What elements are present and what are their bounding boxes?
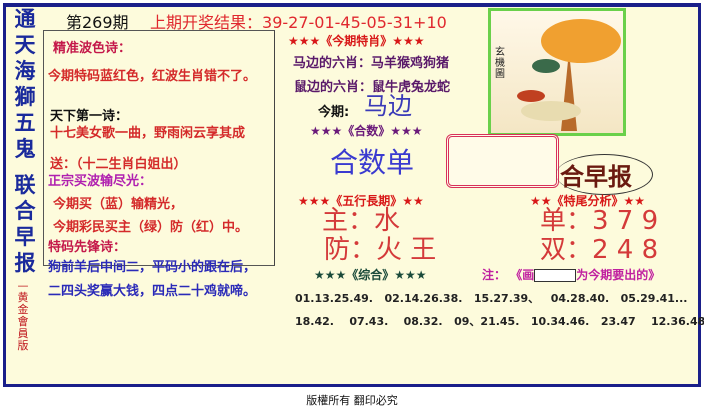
note-box <box>534 269 577 282</box>
tail-title: ★★《特尾分析》★★ <box>530 194 646 208</box>
buy-title: 正宗买波输尽光： <box>48 174 153 189</box>
wuxing-title: ★★★《五行長期》★★ <box>298 194 424 208</box>
heshu-title: ★★★《合数》★★★ <box>310 124 423 138</box>
title-char: 天 <box>14 33 36 57</box>
picture-caption: 玄機圖 <box>495 47 505 80</box>
zonghe-row-2: 18.42. 07.43. 08.32. 09、21.45. 10.34.46.… <box>295 313 704 329</box>
wuxing-main: 主：水 <box>322 206 401 236</box>
number-group: 08.32. <box>403 315 443 328</box>
vertical-subtitle: —黄金會員版 <box>17 279 29 352</box>
pioneer-line-2: 二四头奖赢大钱，四点二十鸡就啼。 <box>48 284 257 299</box>
number-group: 09、21.45. <box>454 315 520 328</box>
number-group: 04.28.40. <box>550 292 610 305</box>
special-title: ★★★《今期特肖》★★★ <box>288 34 425 48</box>
tail-odd: 单：3 7 9 <box>540 206 659 236</box>
title-char: 合 <box>14 199 36 223</box>
pioneer-line-1: 狗前羊后中间二，平码小的跟在后， <box>48 260 257 275</box>
previous-result-label: 上期开奖结果： <box>150 13 263 32</box>
number-group: 15.27.39、 <box>473 292 540 305</box>
poem-title: 天下第一诗： <box>50 109 129 124</box>
title-char: 鬼 <box>14 137 36 161</box>
number-group: 18.42. <box>295 315 334 328</box>
copyright-footer: 版權所有 翻印必究 <box>306 394 398 407</box>
rat-side-zodiacs: 鼠边的六肖：鼠牛虎兔龙蛇 <box>294 80 451 95</box>
number-group: 10.34.46. <box>530 315 590 328</box>
number-group: 05.29.41... <box>620 292 688 305</box>
number-group: 07.43. <box>349 315 389 328</box>
note: 注： 《画 为今期要出的》 <box>482 267 660 283</box>
wave-text: 今期特码蓝红色，红波生肖错不了。 <box>48 69 257 84</box>
number-group: 23.47 <box>600 315 636 328</box>
title-char: 早 <box>14 225 36 249</box>
issue-number: 第269期 <box>66 13 129 32</box>
this-period-value: 马边 <box>364 92 412 120</box>
title-char: 海 <box>14 59 36 83</box>
logo-text: 合早报 <box>556 154 653 195</box>
buy-line-1: 今期买（蓝）输精光， <box>53 197 184 212</box>
vertical-title: 通 天 海 獅 五 鬼 联 合 早 报 <box>12 6 38 276</box>
this-period-label: 今期: <box>318 105 350 120</box>
wave-title: 精准波色诗： <box>53 41 132 56</box>
blank-highlight-box <box>446 134 559 188</box>
title-char: 通 <box>14 7 36 31</box>
number-group: 02.14.26.38. <box>384 292 463 305</box>
previous-result-value: 39-27-01-45-05-31+10 <box>262 13 447 32</box>
horse-side-zodiacs: 马边的六肖：马羊猴鸡狗猪 <box>293 56 450 71</box>
hint-picture: 玄機圖 <box>488 8 626 136</box>
pioneer-title: 特码先锋诗： <box>48 240 127 255</box>
gift-text: 送：（十二生肖白姐出） <box>50 157 187 172</box>
wuxing-guard: 防：火 王 <box>324 235 437 265</box>
note-text-2: 为今期要出的》 <box>576 268 661 282</box>
title-char: 獅 <box>14 85 36 109</box>
heshu-value: 合数单 <box>330 146 415 179</box>
note-label: 注： <box>482 268 507 282</box>
zonghe-title: ★★★《综合》★★★ <box>314 268 427 282</box>
tail-even: 双：2 4 8 <box>540 235 659 265</box>
left-poem-box <box>43 30 275 266</box>
number-group: 01.13.25.49. <box>295 292 373 305</box>
zonghe-row-1: 01.13.25.49. 02.14.26.38. 15.27.39、 04.2… <box>295 290 687 306</box>
buy-line-2: 今期彩民买主（绿）防（红）中。 <box>53 220 249 235</box>
previous-result: 上期开奖结果：39-27-01-45-05-31+10 <box>150 9 447 33</box>
poem-text: 十七美女歌一曲，野雨闲云享其成 <box>50 126 246 141</box>
title-char: 五 <box>14 111 36 135</box>
title-char: 报 <box>14 251 36 275</box>
number-group: 12.36.48 <box>650 315 704 328</box>
note-text-1: 《画 <box>510 268 535 282</box>
bird-tree-illustration <box>517 19 621 131</box>
title-char: 联 <box>14 173 36 197</box>
